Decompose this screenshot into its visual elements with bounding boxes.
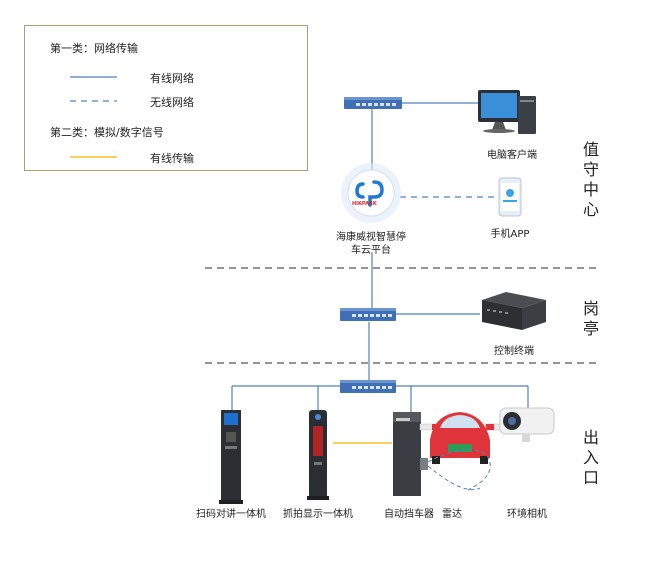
switch-booth-icon: [340, 308, 396, 321]
control-terminal-label: 控制终端: [494, 346, 534, 357]
capture-display-kiosk-icon: [307, 410, 329, 500]
zone-duty-center-label: 值守中心: [582, 140, 599, 219]
scan-intercom-kiosk-icon: [219, 410, 243, 504]
pc-client-label: 电脑客户端: [487, 150, 537, 161]
hikpark-logo-text: HIKPARK: [352, 201, 377, 207]
zone-booth-label: 岗亭: [582, 299, 599, 338]
smartphone-icon: [498, 177, 522, 217]
cloud-platform-label-line1: 海康威视智慧停: [336, 232, 406, 243]
switch-top-icon: [344, 97, 402, 109]
radar-label: 雷达: [442, 509, 462, 520]
bullet-camera-icon: [499, 407, 555, 442]
car-icon: [430, 412, 490, 464]
zone-entrance-label: 出入口: [582, 428, 599, 487]
barrier-label: 自动挡车器: [384, 509, 434, 520]
legend-wireless-network-label: 无线网络: [150, 96, 194, 109]
scan-intercom-label: 扫码对讲一体机: [196, 509, 266, 520]
switch-entrance-icon: [340, 380, 396, 393]
hikpark-cloud-icon: [341, 163, 401, 223]
legend-category1-title: 第一类：网络传输: [50, 42, 138, 55]
radar-icon: [420, 449, 491, 491]
legend-category2-title: 第二类：模拟/数字信号: [50, 126, 164, 139]
capture-display-label: 抓拍显示一体机: [283, 509, 353, 520]
desktop-computer-icon: [478, 90, 536, 134]
mobile-app-label: 手机APP: [490, 229, 530, 240]
legend-box: [24, 25, 308, 171]
control-terminal-box-icon: [482, 292, 546, 330]
legend-wired-transmission-label: 有线传输: [150, 152, 194, 165]
legend-wired-network-label: 有线网络: [150, 72, 194, 85]
cloud-platform-label-line2: 车云平台: [351, 245, 391, 256]
env-camera-label: 环境相机: [507, 509, 547, 520]
